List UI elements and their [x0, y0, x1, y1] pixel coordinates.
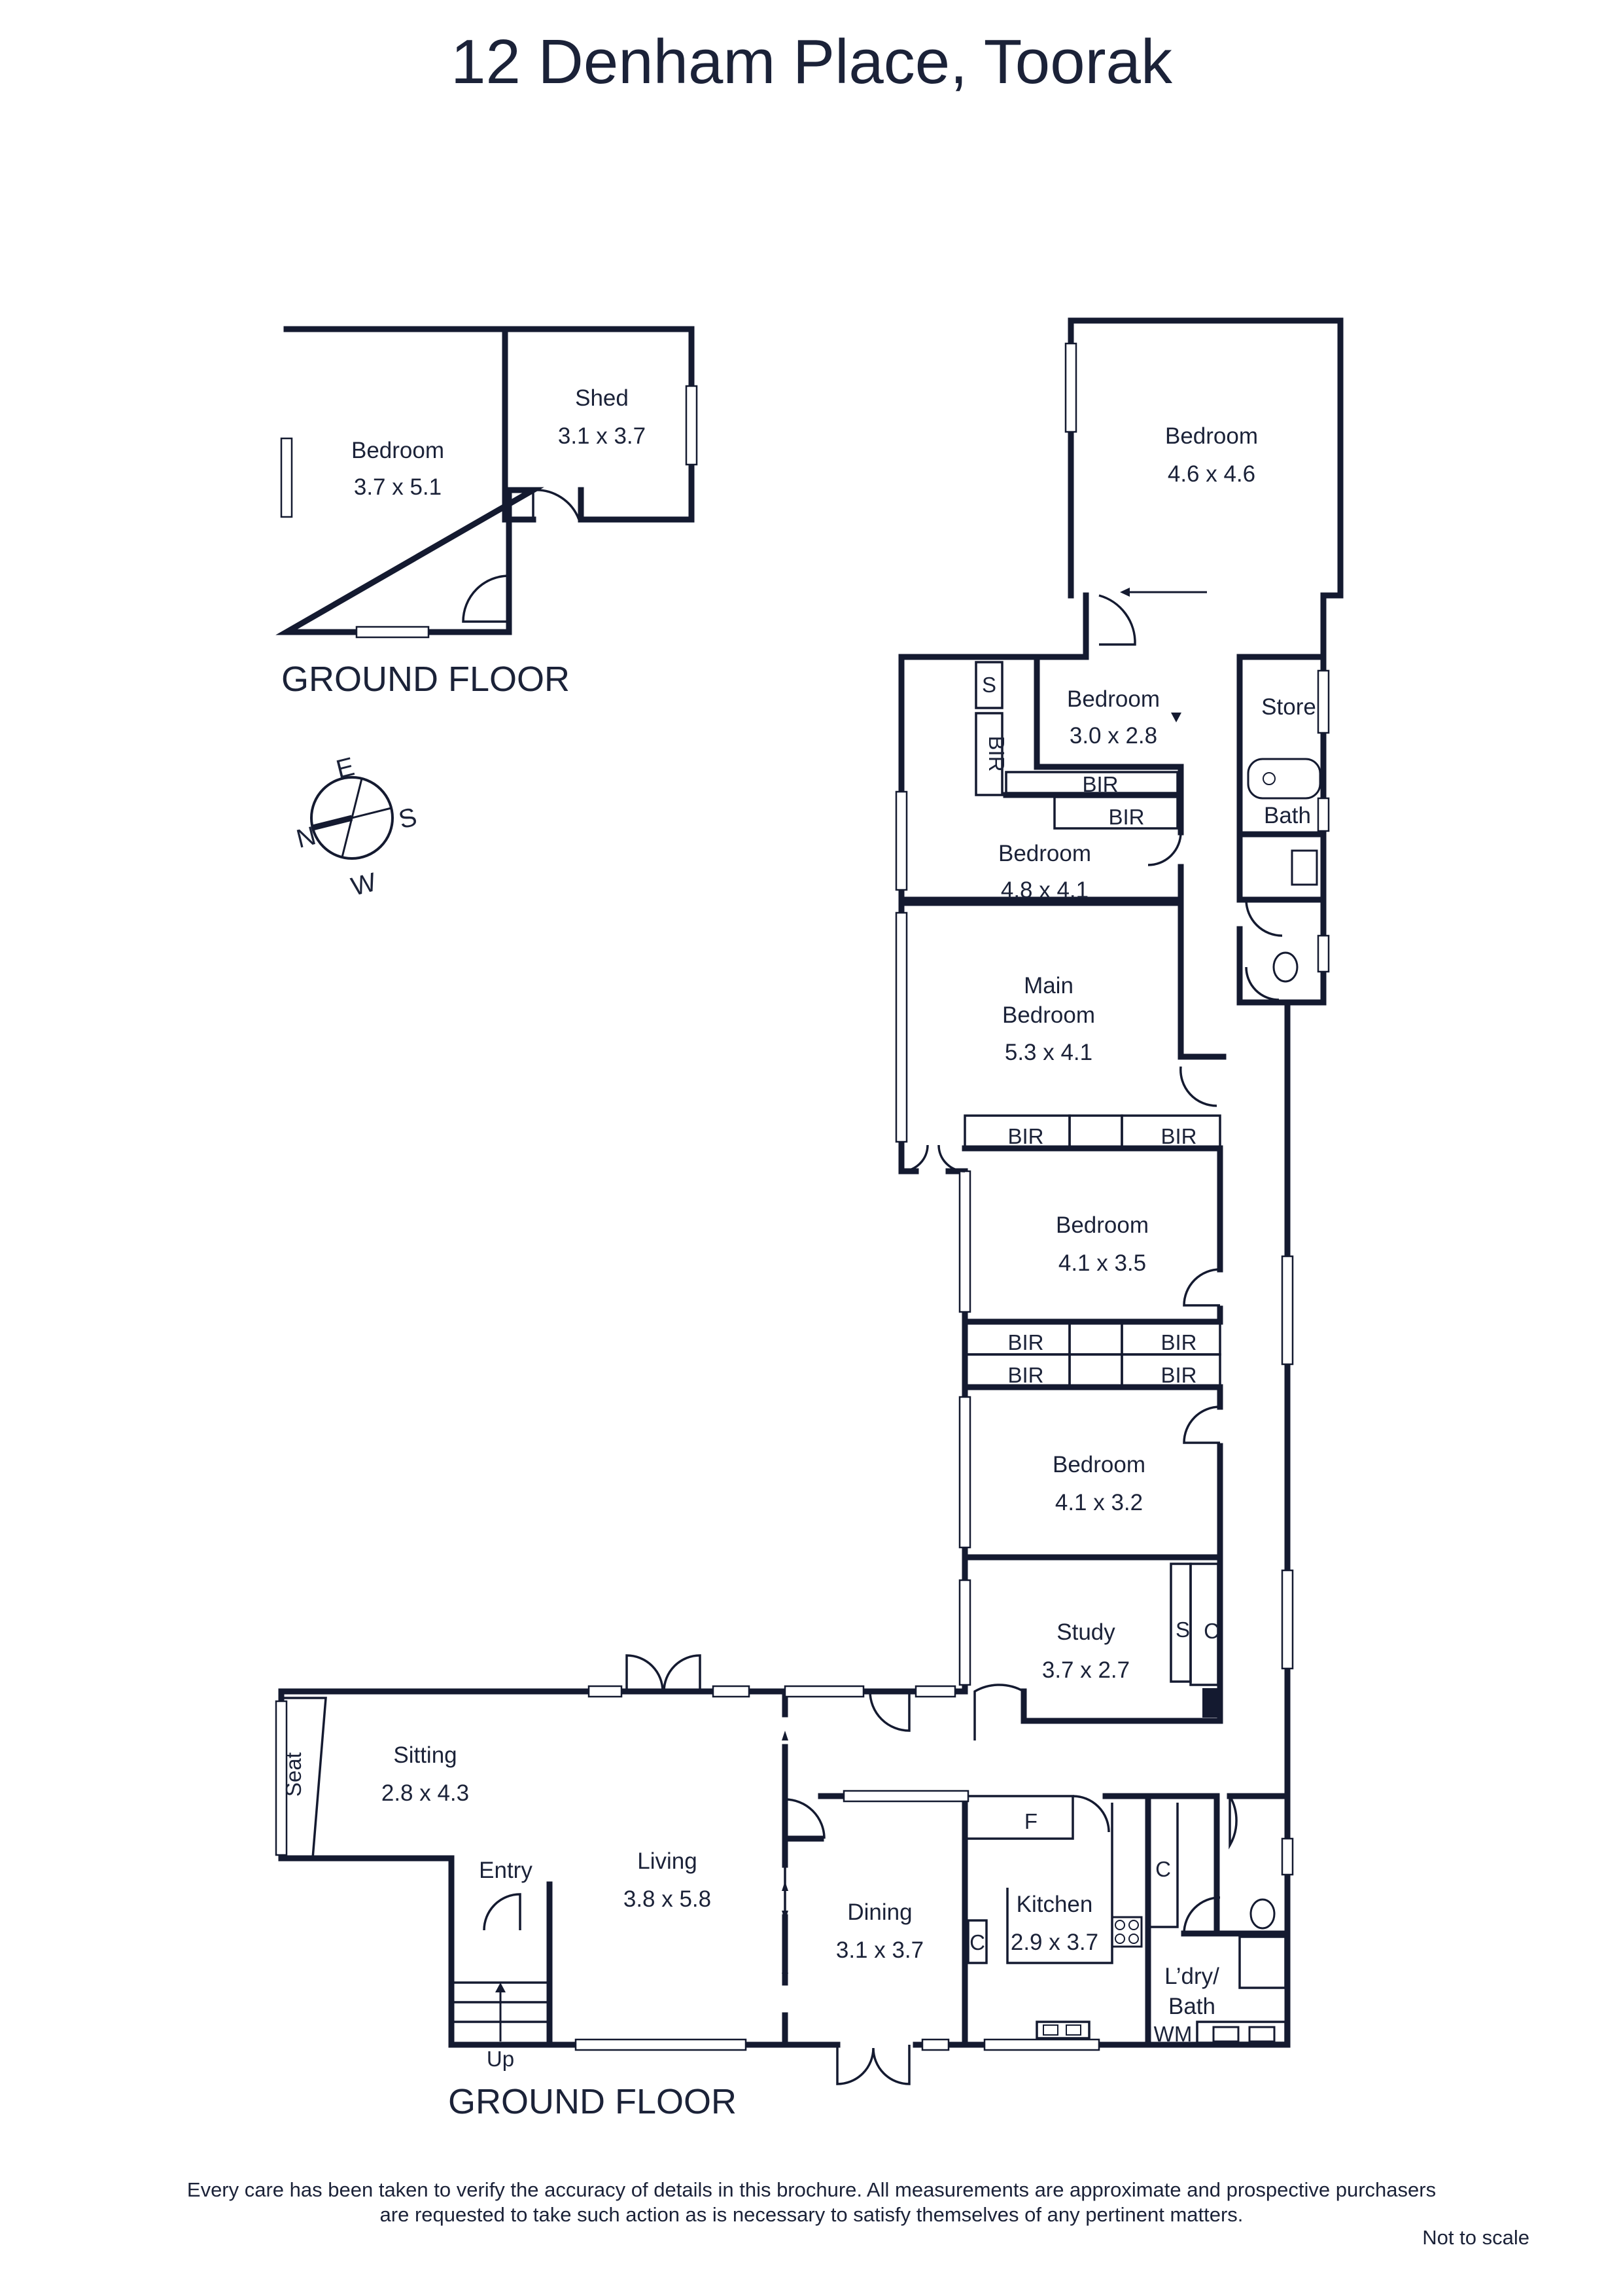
room-entry-name: Entry — [479, 1858, 532, 1883]
room-labels: Bedroom 3.7 x 5.1 Shed 3.1 x 3.7 Bedroom… — [351, 385, 1316, 2019]
kitchen-cupboard-label: C — [969, 1930, 985, 1954]
stairs-up-label: Up — [487, 2047, 514, 2071]
fixture-labels: S BIR BIR BIR BIR BIR BIR BIR BIR BIR S … — [281, 673, 1219, 2071]
room-kitchen-name: Kitchen — [1017, 1892, 1093, 1917]
laundry-cupboard-label: C — [1155, 1857, 1171, 1881]
main-floor-label: GROUND FLOOR — [448, 2082, 737, 2121]
washing-machine-label: WM — [1154, 2022, 1193, 2046]
bir-label-vertical: BIR — [985, 735, 1009, 771]
room-main-bedroom-name1: Main — [1024, 973, 1073, 998]
bir-label-5: BIR — [1007, 1330, 1043, 1354]
compass-south: S — [396, 802, 420, 834]
room-living-name: Living — [637, 1848, 697, 1874]
room-sitting-name: Sitting — [393, 1742, 457, 1768]
room-shed-name: Shed — [575, 385, 629, 411]
annex-floor-label: GROUND FLOOR — [281, 660, 570, 699]
room-annex-bedroom-dims: 3.7 x 5.1 — [354, 474, 442, 500]
room-mid-bedroom-name: Bedroom — [998, 841, 1091, 866]
room-study-name: Study — [1056, 1619, 1115, 1645]
room-small-bedroom-name: Bedroom — [1067, 686, 1160, 712]
compass-west: W — [348, 868, 379, 902]
doors — [483, 588, 1283, 2085]
disclaimer-line-1: Every care has been taken to verify the … — [186, 2178, 1437, 2201]
room-living-dims: 3.8 x 5.8 — [623, 1886, 711, 1912]
windows — [275, 342, 1330, 2051]
seat-label: Seat — [281, 1752, 305, 1797]
room-store-name: Store — [1261, 694, 1316, 720]
room-bath-name: Bath — [1264, 803, 1311, 828]
bir-label-1: BIR — [1082, 772, 1118, 796]
bir-label-3: BIR — [1007, 1124, 1043, 1148]
room-dining-name: Dining — [847, 1899, 912, 1925]
room-main-bedroom-dims: 5.3 x 4.1 — [1005, 1040, 1092, 1065]
study-shelf-label: S — [1176, 1617, 1190, 1642]
disclaimer-line-2: are requested to take such action as is … — [379, 2203, 1244, 2226]
bir-label-8: BIR — [1161, 1363, 1196, 1387]
compass: N E S W — [294, 752, 420, 901]
bir-label-2: BIR — [1108, 805, 1144, 829]
room-sitting-dims: 2.8 x 4.3 — [381, 1780, 469, 1806]
shelf-label-s: S — [982, 673, 996, 697]
room-shed-dims: 3.1 x 3.7 — [558, 423, 646, 449]
room-bedroom-35-name: Bedroom — [1056, 1212, 1149, 1238]
room-small-bedroom-dims: 3.0 x 2.8 — [1070, 723, 1157, 749]
room-main-bedroom-name2: Bedroom — [1002, 1002, 1095, 1028]
page-title: 12 Denham Place, Toorak — [451, 27, 1172, 97]
room-kitchen-dims: 2.9 x 3.7 — [1011, 1930, 1098, 1955]
room-dining-dims: 3.1 x 3.7 — [836, 1937, 924, 1963]
room-laundry-name1: L’dry/ — [1164, 1964, 1219, 1989]
room-study-dims: 3.7 x 2.7 — [1042, 1657, 1130, 1683]
study-cupboard-label: C — [1204, 1619, 1219, 1643]
bir-label-6: BIR — [1161, 1330, 1196, 1354]
room-mid-bedroom-dims: 4.8 x 4.1 — [1001, 877, 1089, 903]
scale-note: Not to scale — [1422, 2226, 1529, 2249]
room-bedroom-32-name: Bedroom — [1053, 1452, 1145, 1477]
room-laundry-name2: Bath — [1168, 1994, 1215, 2019]
fridge-label: F — [1024, 1809, 1038, 1833]
room-rear-bedroom-name: Bedroom — [1165, 423, 1258, 449]
room-rear-bedroom-dims: 4.6 x 4.6 — [1168, 461, 1255, 487]
room-bedroom-32-dims: 4.1 x 3.2 — [1055, 1490, 1143, 1515]
room-bedroom-35-dims: 4.1 x 3.5 — [1058, 1250, 1146, 1276]
annex-building — [275, 326, 698, 639]
room-annex-bedroom-name: Bedroom — [351, 438, 444, 463]
bir-label-7: BIR — [1007, 1363, 1043, 1387]
disclaimer: Every care has been taken to verify the … — [0, 2178, 1623, 2227]
bir-label-4: BIR — [1161, 1124, 1196, 1148]
fixtures — [1043, 758, 1321, 2043]
